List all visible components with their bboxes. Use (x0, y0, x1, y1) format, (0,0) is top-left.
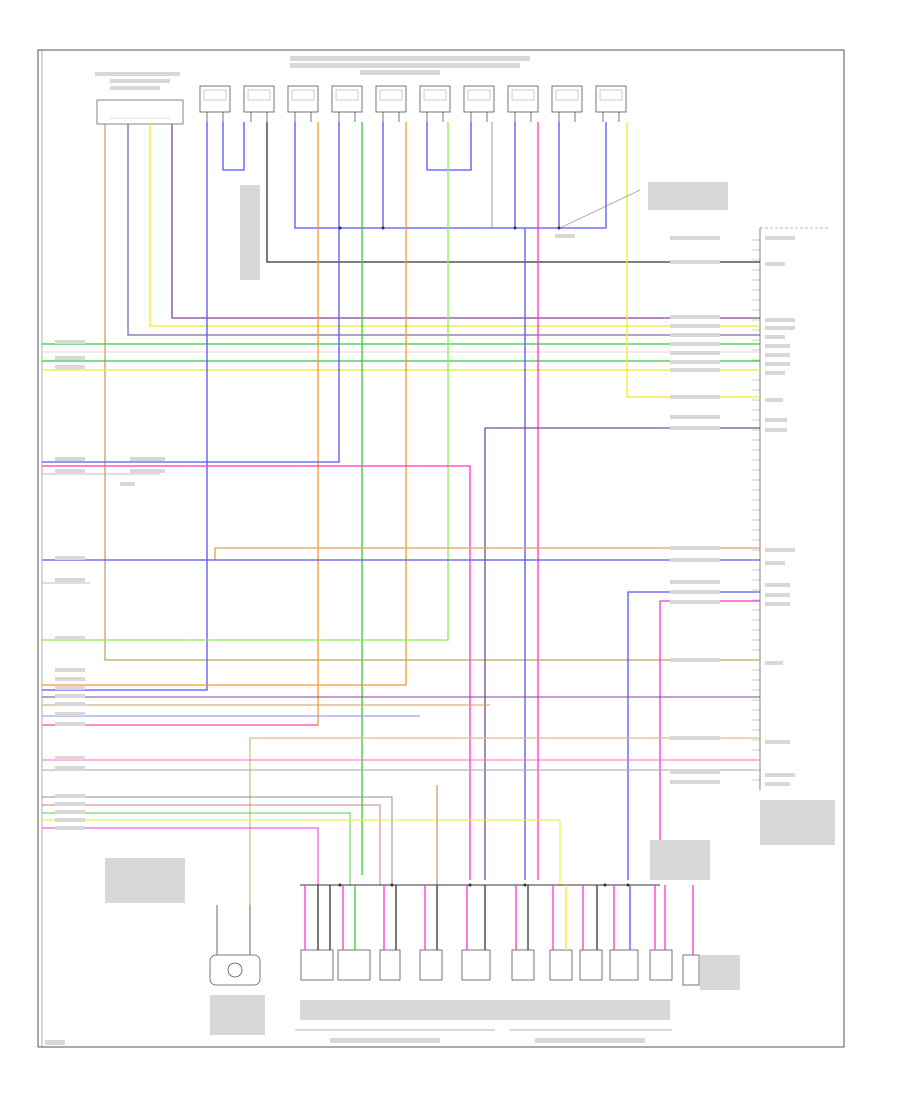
bottom-components (209, 905, 700, 986)
wire-blue (294, 122, 607, 229)
solenoid (579, 949, 603, 981)
wire-black (266, 122, 760, 263)
top-left-sensor-box (96, 99, 184, 125)
top-connector (287, 85, 319, 113)
wire-yellow (149, 124, 760, 327)
illegible-labels (45, 56, 835, 1045)
wire-orange (42, 122, 407, 686)
annotation-leader (559, 189, 641, 229)
wire-orange (42, 122, 319, 726)
wire-pink (42, 804, 381, 885)
solenoid (511, 949, 535, 981)
top-connector (551, 85, 583, 113)
solenoid (649, 949, 673, 981)
solenoid (609, 949, 639, 981)
wire-yellow (626, 122, 760, 398)
top-connector (507, 85, 539, 113)
wire-blue (42, 122, 340, 463)
wire-tan (214, 547, 760, 560)
wire-purple (171, 124, 760, 319)
top-connector (243, 85, 275, 113)
top-connectors (199, 85, 627, 113)
top-connector (595, 85, 627, 113)
top-connector (463, 85, 495, 113)
wire-green (42, 812, 351, 885)
splice-dots (338, 226, 630, 887)
wire-blue (426, 122, 472, 171)
top-connector-pins (206, 112, 620, 122)
solenoid (300, 949, 334, 981)
wire-tan (104, 124, 760, 661)
top-connector-inner (203, 89, 623, 101)
wire-green (42, 122, 449, 641)
wire-tan (249, 737, 760, 905)
solenoid (419, 949, 443, 981)
wire-magenta (42, 827, 319, 885)
solenoid (379, 949, 401, 981)
speed-sensor (209, 954, 261, 986)
solenoid (461, 949, 491, 981)
wire-grey (42, 796, 393, 885)
top-connector (375, 85, 407, 113)
top-connector (419, 85, 451, 113)
wire-blue (42, 122, 208, 691)
wire-magenta (42, 465, 471, 880)
wire-yellow (42, 819, 561, 885)
wire-blue (222, 122, 245, 171)
wire-violet (484, 427, 760, 880)
solenoid (549, 949, 573, 981)
diagram-border (37, 49, 845, 1048)
temp-sensor (682, 954, 700, 986)
top-connector (331, 85, 363, 113)
right-module-pin-ticks (752, 239, 760, 781)
wire-magenta (659, 600, 760, 880)
top-connector (199, 85, 231, 113)
wires (42, 122, 760, 905)
wire-violet (127, 124, 760, 336)
component-drops (304, 885, 694, 955)
solenoid (337, 949, 371, 981)
